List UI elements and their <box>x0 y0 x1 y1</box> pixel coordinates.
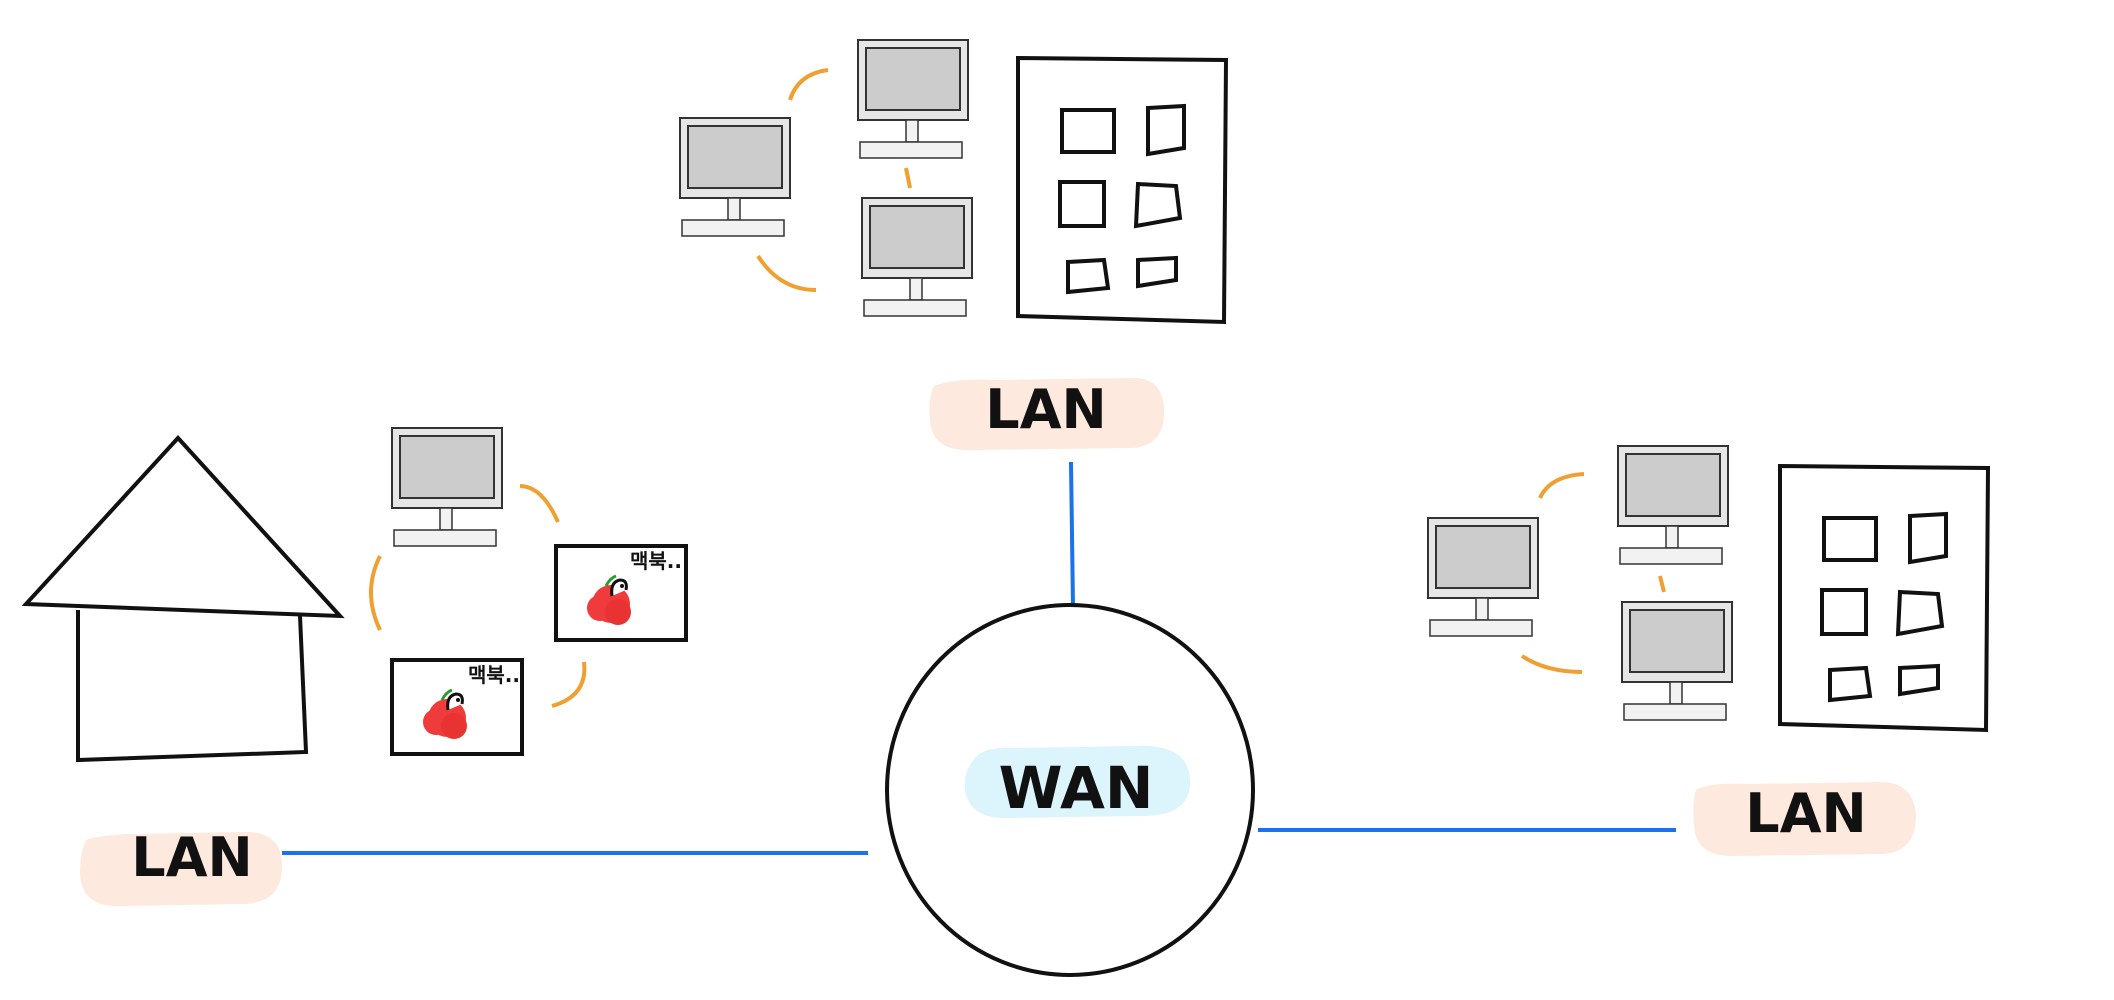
office-building-icon <box>1016 56 1228 324</box>
macbook-icon: 맥북.. <box>390 658 524 756</box>
lan-right-label: LAN <box>1745 782 1866 845</box>
lan-right-cluster: LAN <box>1427 445 1990 856</box>
cable-top-2 <box>904 167 912 189</box>
lan-top-highlight <box>929 378 1165 451</box>
cable-left-1 <box>519 484 560 523</box>
desktop-computer-icon <box>861 197 973 317</box>
cable-top-1 <box>788 68 829 101</box>
cable-right-2 <box>1658 575 1666 593</box>
cable-left-2 <box>369 555 382 631</box>
link-top-lan-wan <box>1069 461 1075 609</box>
desktop-computer-icon <box>857 39 969 159</box>
desktop-computer-icon <box>1621 601 1733 721</box>
cable-left-3 <box>551 661 587 708</box>
desktop-computer-icon <box>1617 445 1729 565</box>
cable-top-3 <box>756 254 817 292</box>
cable-right-3 <box>1520 654 1583 674</box>
cable-right-1 <box>1538 472 1585 499</box>
wan-highlight <box>964 745 1190 819</box>
wan-node: WAN <box>885 603 1255 977</box>
desktop-computer-icon <box>1427 517 1539 637</box>
macbook-icon: 맥북.. <box>554 544 688 642</box>
lan-top-cluster: LAN <box>679 39 1228 451</box>
desktop-computer-icon <box>391 427 503 547</box>
desktop-computer-icon <box>679 117 791 237</box>
macbook-label: 맥북.. <box>630 549 682 573</box>
lan-right-highlight <box>1693 782 1916 856</box>
wan-label: WAN <box>999 754 1154 822</box>
office-building-icon <box>1778 464 1990 732</box>
lan-left-cluster: 맥북.. 맥북.. LAN <box>21 427 688 906</box>
lan-left-label: LAN <box>131 826 252 889</box>
house-icon <box>21 435 345 763</box>
macbook-label: 맥북.. <box>468 663 520 687</box>
lan-left-highlight <box>80 832 282 906</box>
lan-top-label: LAN <box>985 378 1106 441</box>
